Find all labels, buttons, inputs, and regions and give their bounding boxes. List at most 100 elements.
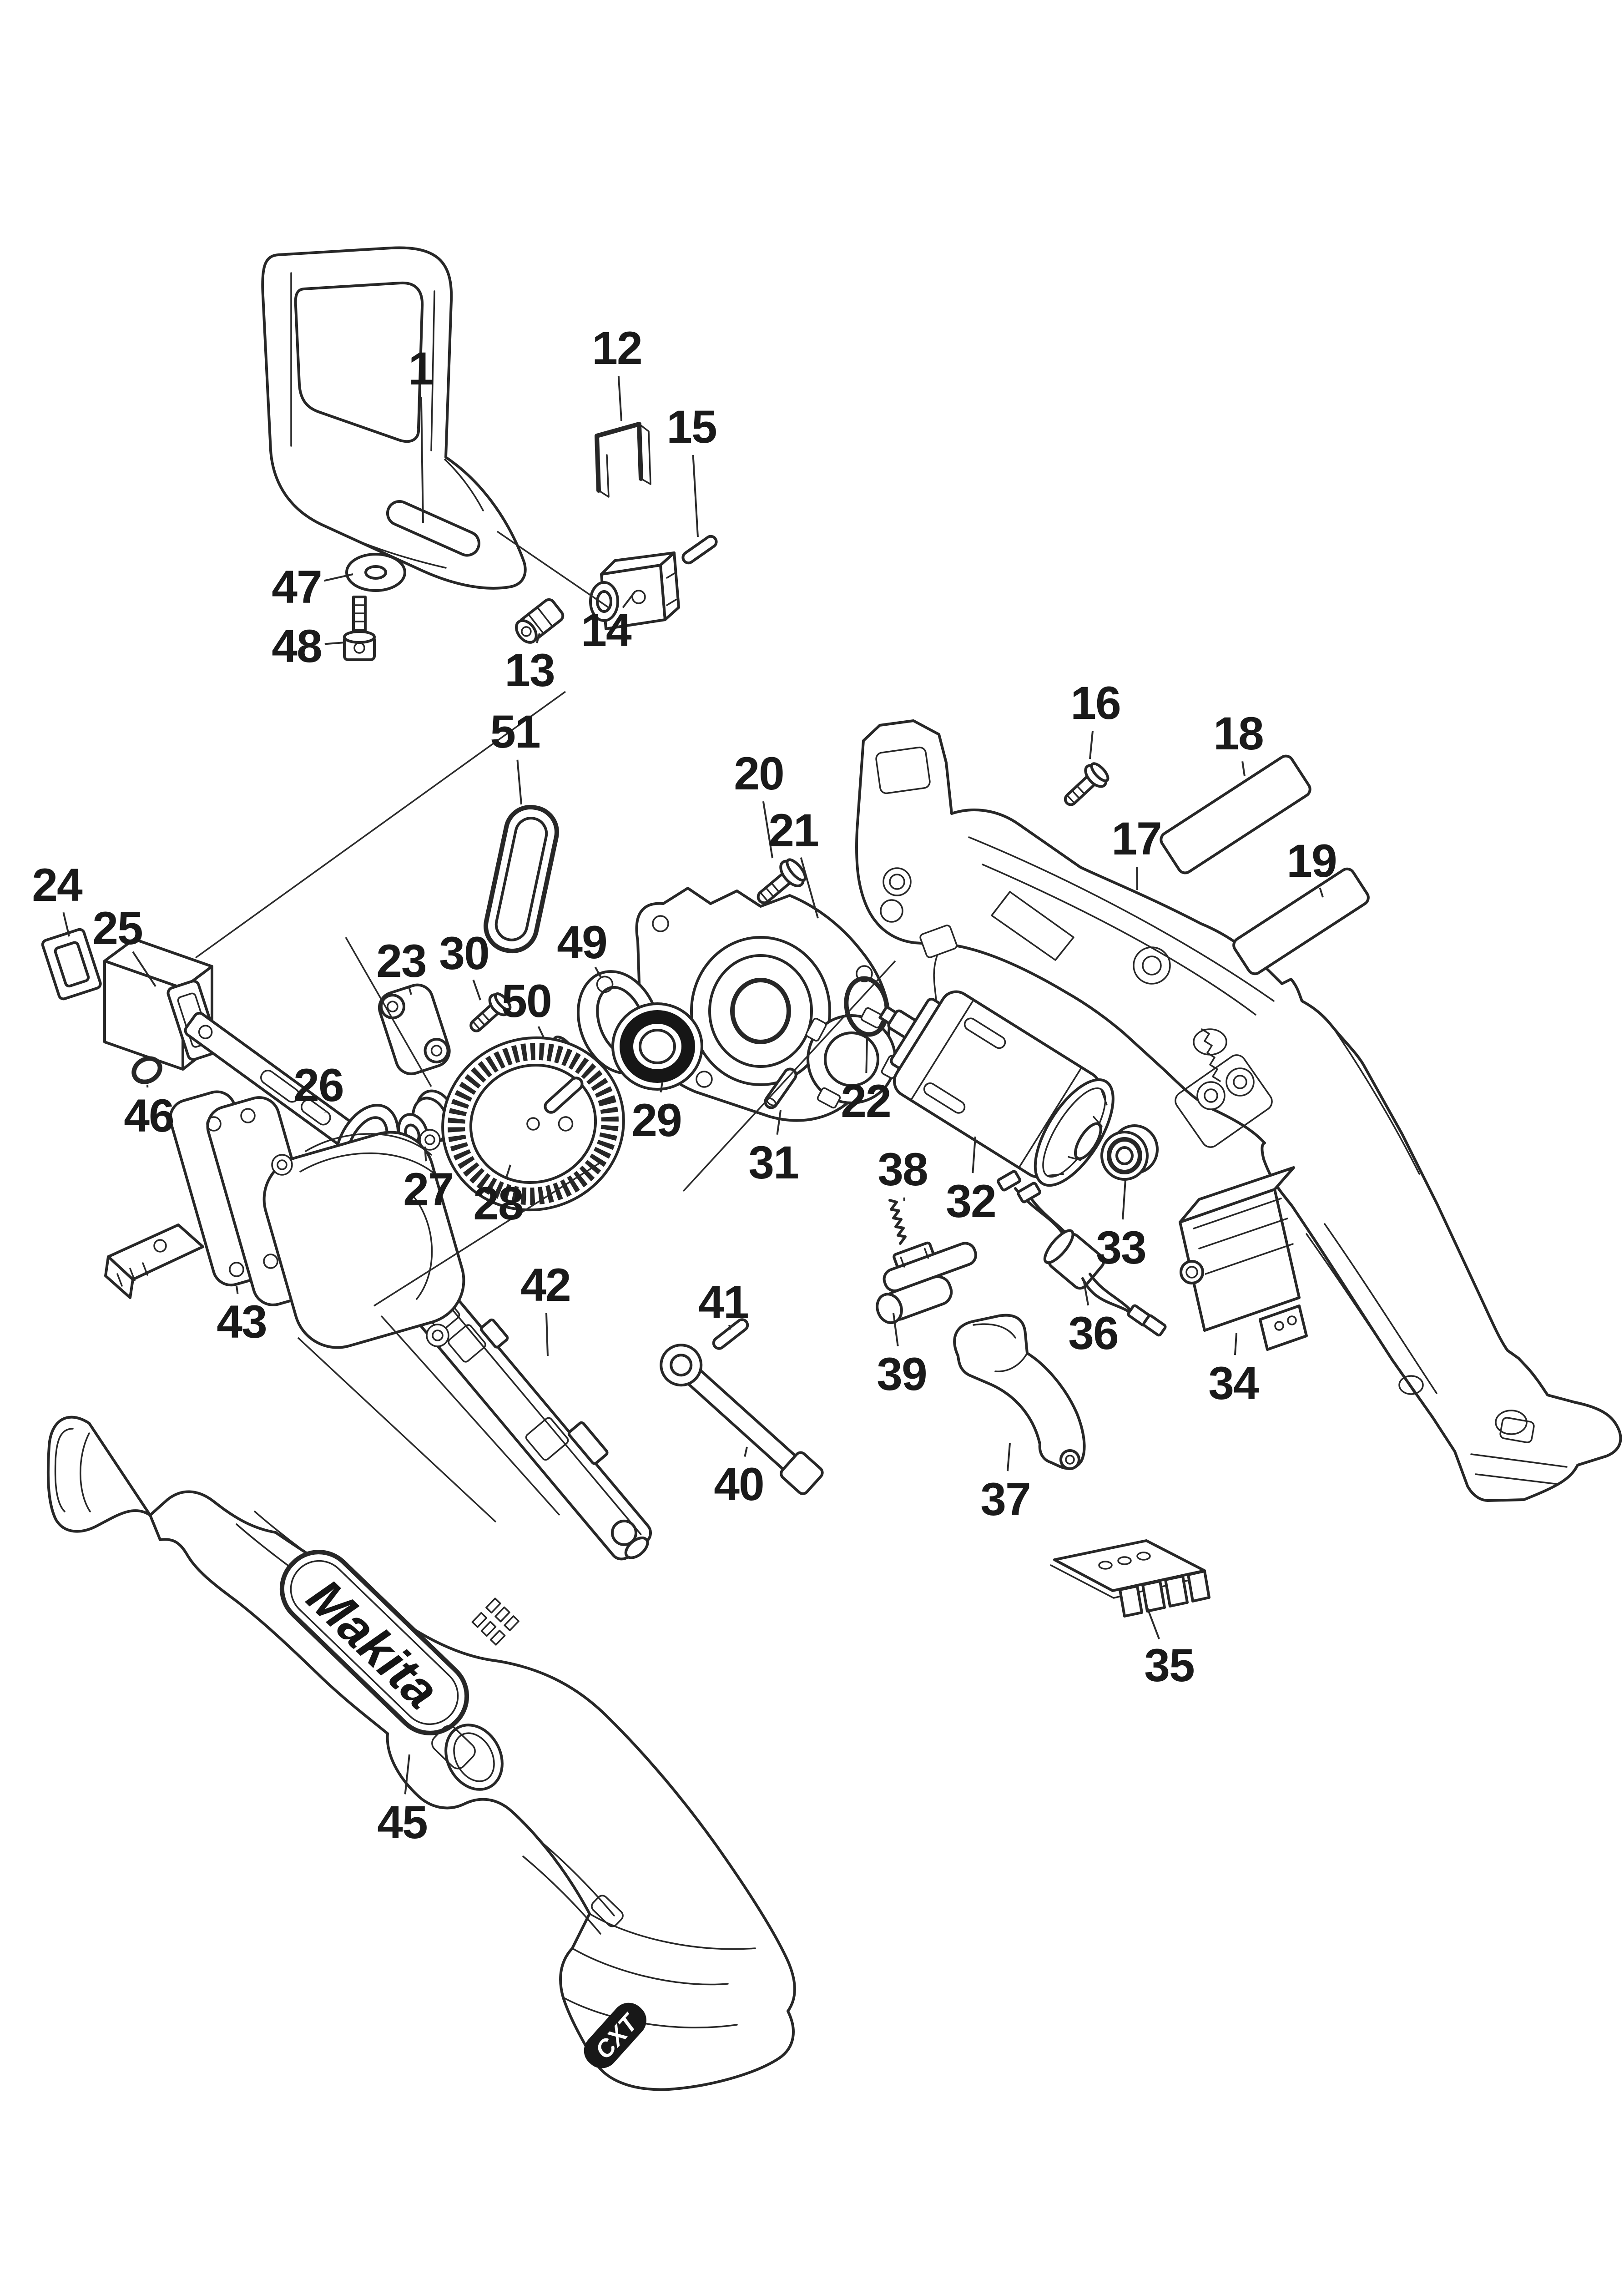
part-label-38: 38: [878, 1143, 928, 1195]
leader-line-48: [324, 642, 345, 645]
axis-line-4: [373, 1162, 601, 1307]
part-label-12: 12: [592, 322, 642, 374]
leader-line-51: [516, 759, 522, 805]
leader-line-34: [1234, 1333, 1237, 1355]
part-switch-34: [1179, 1166, 1308, 1351]
part-slider-block-14: [589, 551, 680, 630]
part-label-24: 24: [32, 859, 82, 911]
leader-line-41: [728, 1325, 731, 1330]
leader-line-20: [762, 801, 773, 859]
leader-lines: [62, 376, 1324, 1795]
part-label-sticker-18: [1160, 754, 1311, 875]
part-screw-20: [757, 858, 807, 905]
part-terminal-base-35: [1050, 1539, 1210, 1618]
part-pin-41: [712, 1318, 749, 1350]
part-pin-15: [681, 535, 718, 565]
leader-line-47: [324, 573, 353, 582]
axis-line-3: [682, 960, 896, 1192]
part-plate-23: [378, 983, 451, 1076]
part-label-13: 13: [504, 644, 555, 696]
explosion-axis-lines: [195, 531, 896, 1523]
part-label-30: 30: [439, 927, 489, 979]
part-spring-38: [888, 1199, 907, 1245]
leader-line-14: [622, 591, 636, 608]
leader-line-35: [1145, 1605, 1160, 1639]
part-motor-32: [878, 990, 1115, 1187]
part-label-14: 14: [581, 604, 631, 656]
leader-line-12: [617, 376, 622, 421]
leader-line-40: [744, 1446, 748, 1457]
part-label-40: 40: [714, 1458, 764, 1510]
leader-line-18: [1241, 761, 1246, 777]
leader-line-21: [800, 857, 819, 919]
part-end-cap-25: [103, 938, 220, 1071]
part-label-17: 17: [1111, 813, 1162, 864]
part-label-21: 21: [768, 804, 819, 856]
part-tool-body-45: Makita CXT: [46, 1416, 796, 2091]
axis-line-5: [380, 1315, 560, 1516]
part-label-48: 48: [272, 620, 322, 672]
part-label-27: 27: [403, 1163, 454, 1215]
part-label-22: 22: [841, 1075, 891, 1127]
leader-line-39: [893, 1313, 899, 1346]
part-label-43: 43: [217, 1296, 267, 1348]
part-label-26: 26: [293, 1059, 344, 1111]
part-label-23: 23: [376, 935, 427, 987]
part-screw-16: [1064, 762, 1110, 806]
leader-line-32: [972, 1136, 976, 1173]
leader-line-19: [1319, 887, 1324, 898]
part-label-16: 16: [1070, 677, 1121, 729]
part-label-33: 33: [1096, 1222, 1146, 1274]
leader-line-29: [660, 1082, 663, 1093]
part-label-35: 35: [1144, 1639, 1195, 1691]
part-label-15: 15: [666, 401, 717, 453]
part-set-screw-13: [515, 598, 565, 644]
leader-line-49: [594, 966, 602, 979]
part-label-25: 25: [92, 902, 143, 954]
part-label-37: 37: [980, 1473, 1031, 1525]
leader-line-1: [420, 396, 424, 524]
leader-line-13: [536, 633, 540, 643]
leader-line-37: [1007, 1443, 1011, 1471]
part-screw-30: [469, 992, 512, 1032]
part-trigger-37: [953, 1314, 1086, 1470]
axis-line-2: [345, 937, 432, 1087]
part-gear-housing-43: [104, 1090, 465, 1349]
part-bevel-gear-28: [441, 1036, 625, 1212]
leader-line-45: [404, 1754, 410, 1795]
part-label-51: 51: [490, 706, 540, 758]
part-label-45: 45: [377, 1796, 428, 1848]
leader-line-22: [865, 1038, 868, 1073]
part-o-ring-22: [844, 976, 889, 1037]
part-label-1: 1: [408, 343, 434, 394]
part-label-20: 20: [734, 748, 784, 799]
part-washer-47: [345, 553, 406, 592]
part-clip-12: [595, 422, 651, 498]
part-label-18: 18: [1213, 708, 1264, 759]
part-seal-frame-24: [41, 928, 102, 1001]
part-label-31: 31: [748, 1137, 799, 1188]
leader-line-15: [692, 455, 699, 537]
part-link-40: [660, 1344, 824, 1495]
part-label-50: 50: [501, 975, 552, 1027]
part-hanger-1: [261, 246, 527, 590]
part-screw-48: [343, 596, 376, 661]
part-boot-51: [484, 804, 559, 954]
part-label-49: 49: [557, 916, 607, 968]
part-label-28: 28: [473, 1178, 524, 1229]
part-pin-31: [764, 1067, 797, 1109]
part-ball-bearing-29: [611, 1002, 703, 1091]
part-wire-harness-36: [997, 1170, 1167, 1337]
part-plunger-39: [876, 1241, 977, 1325]
part-label-42: 42: [520, 1259, 571, 1311]
part-label-32: 32: [946, 1175, 996, 1227]
part-label-47: 47: [272, 561, 322, 613]
part-label-39: 39: [877, 1348, 927, 1400]
axis-line-1: [195, 691, 566, 959]
leader-line-23: [408, 987, 412, 995]
leader-line-16: [1089, 731, 1094, 759]
leader-line-42: [545, 1313, 549, 1356]
part-washer-33: [1100, 1124, 1159, 1181]
